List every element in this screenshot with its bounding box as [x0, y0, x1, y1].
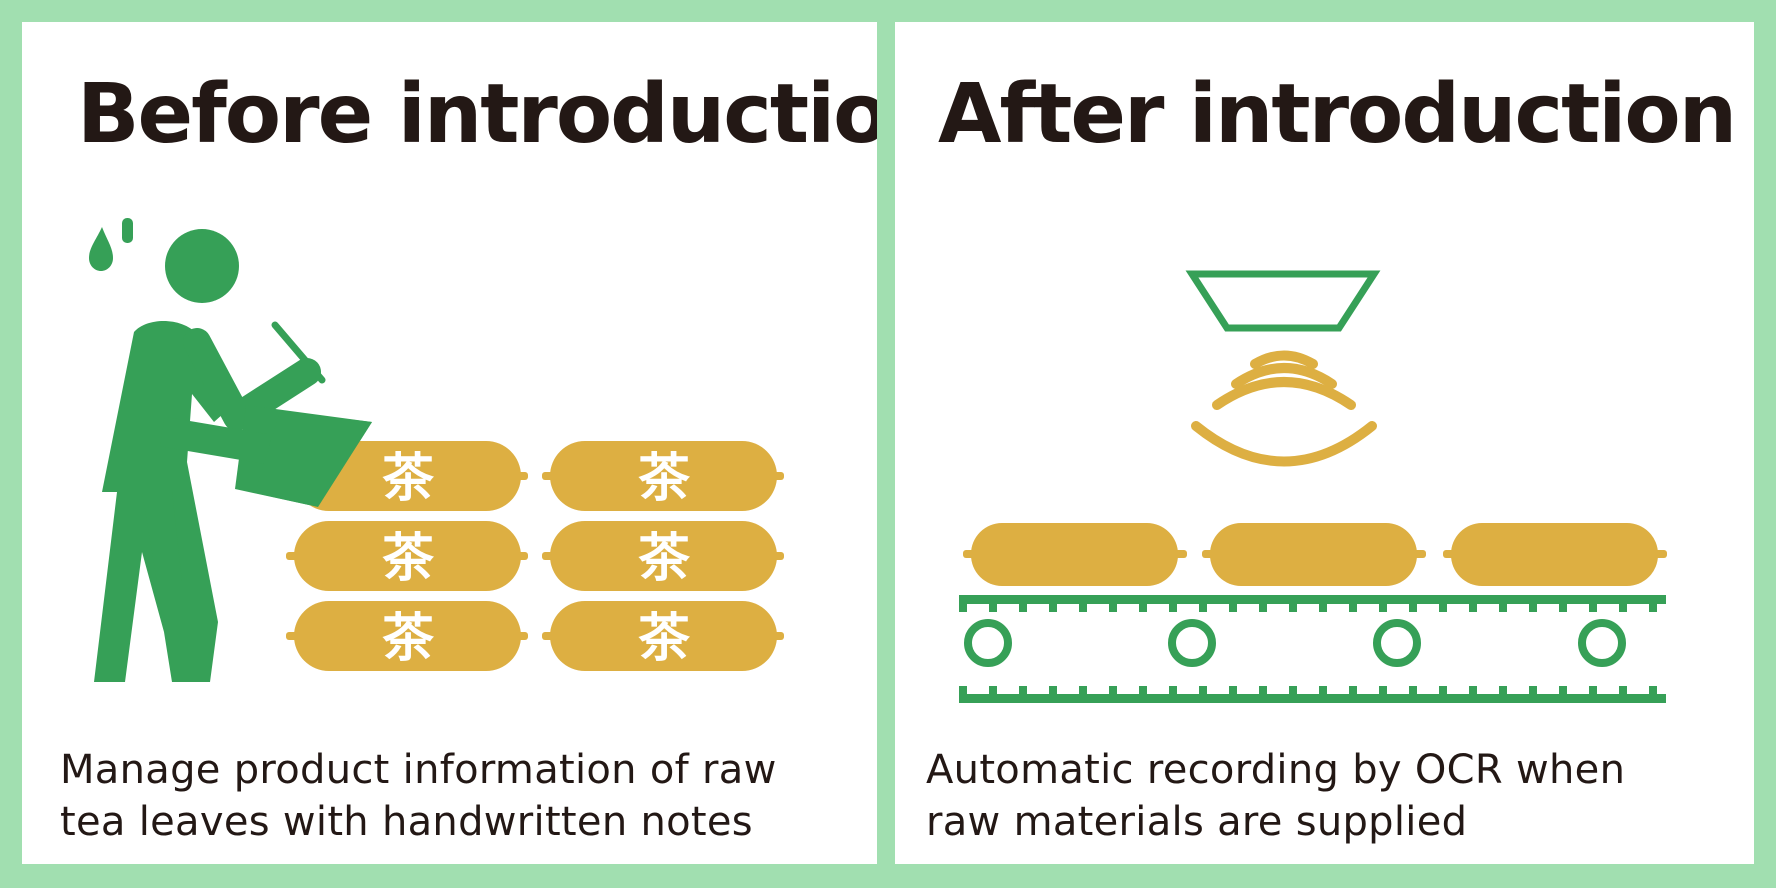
- tea-bag-icon: 茶: [286, 601, 528, 671]
- worker-figure-icon: [94, 229, 242, 682]
- tea-bag-icon: 茶: [286, 521, 528, 591]
- conveyor-belt-icon: [959, 595, 1666, 703]
- clipboard-icon: [255, 411, 372, 507]
- tea-bag-icon: [963, 523, 1187, 586]
- tea-bag-label: 茶: [638, 449, 691, 509]
- after-illustration: [959, 270, 1667, 703]
- tea-bag-icon: 茶: [286, 441, 528, 511]
- tea-bag-icon: 茶: [542, 601, 784, 671]
- before-illustration: 茶 茶 茶 茶: [89, 218, 784, 682]
- worker-hand-icon: [159, 416, 272, 465]
- sweat-drop-icon: [89, 227, 113, 271]
- before-caption: Manage product information of raw tea le…: [60, 744, 777, 848]
- sweat-mark-icon: [122, 218, 133, 243]
- tea-bag-label: 茶: [382, 529, 435, 589]
- scan-waves-icon: [1191, 350, 1377, 467]
- conveyor-tea-bags: [963, 523, 1667, 586]
- after-panel: After introduction: [895, 22, 1754, 864]
- after-caption-line-1: Automatic recording by OCR when: [926, 747, 1626, 793]
- after-title: After introduction: [938, 67, 1737, 162]
- tea-bag-label: 茶: [638, 609, 691, 669]
- pen-icon: [271, 321, 326, 384]
- before-panel: Before introduction: [22, 22, 877, 864]
- tea-bag-icon: 茶: [542, 521, 784, 591]
- tea-bag-stack: 茶 茶 茶 茶: [286, 441, 784, 671]
- before-caption-line-2: tea leaves with handwritten notes: [60, 799, 753, 845]
- tea-bag-label: 茶: [638, 529, 691, 589]
- tea-bag-icon: [1443, 523, 1667, 586]
- worker-arm-icon: [183, 328, 321, 431]
- after-caption-line-2: raw materials are supplied: [926, 799, 1468, 845]
- after-caption: Automatic recording by OCR when raw mate…: [926, 744, 1625, 848]
- before-caption-line-1: Manage product information of raw: [60, 747, 777, 793]
- before-title: Before introduction: [77, 67, 877, 162]
- tea-bag-icon: [1202, 523, 1426, 586]
- tea-bag-label: 茶: [382, 449, 435, 509]
- ocr-scanner-icon: [1185, 270, 1381, 332]
- tea-bag-label: 茶: [382, 609, 435, 669]
- tea-bag-icon: 茶: [542, 441, 784, 511]
